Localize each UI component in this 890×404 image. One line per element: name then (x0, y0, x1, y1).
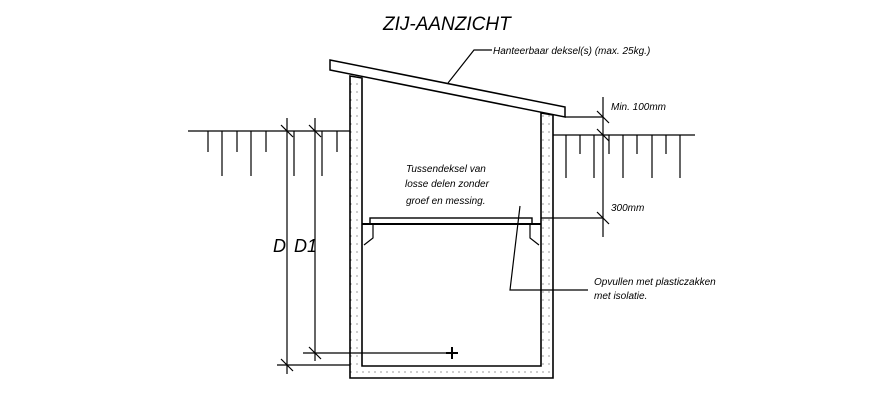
depth-d1-label: D1 (294, 236, 317, 256)
lid-leader (447, 49, 492, 84)
inner-lid-label-2: losse delen zonder (405, 179, 490, 190)
pit-wall (349, 75, 554, 379)
inner-lid-label-1: Tussendeksel van (406, 164, 486, 175)
depth-d-label: D (273, 236, 286, 256)
drawing-title: ZIJ-AANZICHT (382, 14, 512, 35)
lid-label: Hanteerbaar deksel(s) (max. 25kg.) (493, 46, 650, 57)
reference-cross (446, 347, 458, 359)
inner-lid-label-3: groef en messing. (406, 196, 486, 207)
right-dimension (541, 97, 610, 237)
ground-right (553, 134, 695, 178)
fill-leader (509, 205, 588, 291)
min-clearance-label: Min. 100mm (611, 102, 666, 113)
ground-left (188, 130, 350, 176)
inner-lid (362, 217, 541, 246)
lid (329, 59, 566, 118)
fill-label-1: Opvullen met plasticzakken (594, 277, 716, 288)
inner-lid-offset-label: 300mm (611, 203, 644, 214)
fill-label-2: met isolatie. (594, 291, 647, 302)
depth-dimensions (277, 118, 452, 374)
